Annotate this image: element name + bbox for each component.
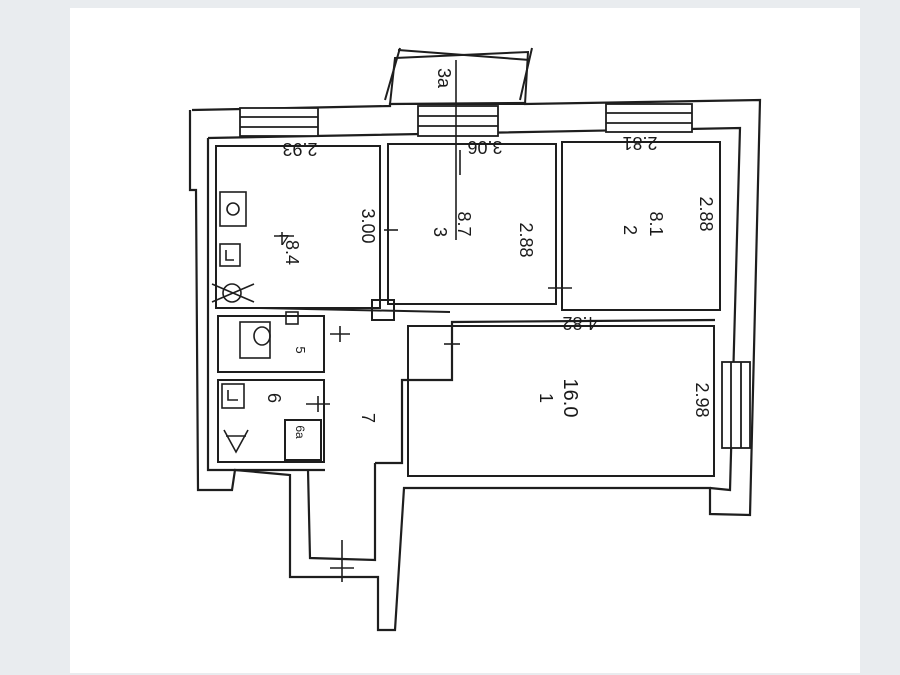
room-7-number: 7 [358, 413, 378, 423]
balcony-rail-3 [519, 47, 533, 101]
room-3-number: 3 [430, 227, 450, 237]
room-2-width: 2.81 [622, 133, 657, 153]
room-3-depth: 2.88 [516, 222, 536, 257]
window-room1 [721, 361, 751, 449]
stove-icon [219, 191, 247, 227]
room-5-number: 5 [293, 346, 308, 353]
west-wall-inner [206, 138, 325, 472]
toilet-icon [239, 311, 299, 359]
room-4-width: 2.93 [282, 139, 317, 159]
room-2-area: 8.1 [646, 211, 666, 236]
partitions [215, 141, 721, 477]
labels: 4 8.4 2.93 3.00 3 8.7 3.06 2.88 2 8.1 2.… [264, 68, 716, 439]
room-3-outline [387, 143, 557, 305]
room-6-outline [217, 379, 325, 463]
balcony [384, 47, 533, 105]
balcony-rail-2 [384, 47, 401, 101]
sink-icon [219, 243, 241, 267]
room-4-area: 8.4 [282, 240, 302, 265]
wash-basin-icon [211, 283, 255, 303]
balcony-number: 3a [434, 68, 454, 89]
room-3-width: 3.06 [467, 137, 502, 157]
room-1-number: 1 [536, 393, 556, 403]
window-room2 [605, 103, 693, 133]
window-room4 [239, 107, 319, 137]
room-6-number: 6 [264, 393, 284, 403]
corridor-east-wall [375, 318, 716, 465]
windows [239, 103, 751, 449]
room-1-outline [407, 325, 715, 477]
partition-hall [259, 307, 451, 313]
room-6a-number: 6a [293, 425, 307, 439]
room-1-area: 16.0 [559, 379, 581, 418]
room-1-width: 4.82 [562, 313, 597, 333]
room-5-outline [217, 315, 325, 373]
room-4-depth: 3.00 [358, 208, 378, 243]
balcony-outline [388, 50, 530, 105]
balcony-rail [397, 49, 531, 61]
room-1-depth: 2.98 [692, 382, 712, 417]
bathtub-icon [221, 383, 249, 454]
room-3-area: 8.7 [454, 211, 474, 236]
window-room3 [417, 105, 499, 137]
room-6a-outline [284, 419, 322, 461]
room-4-number: 4 [279, 228, 289, 248]
room-2-depth: 2.88 [696, 196, 716, 231]
door-marks [306, 60, 572, 582]
room-2-outline [561, 141, 721, 311]
room-2-number: 2 [620, 225, 640, 235]
